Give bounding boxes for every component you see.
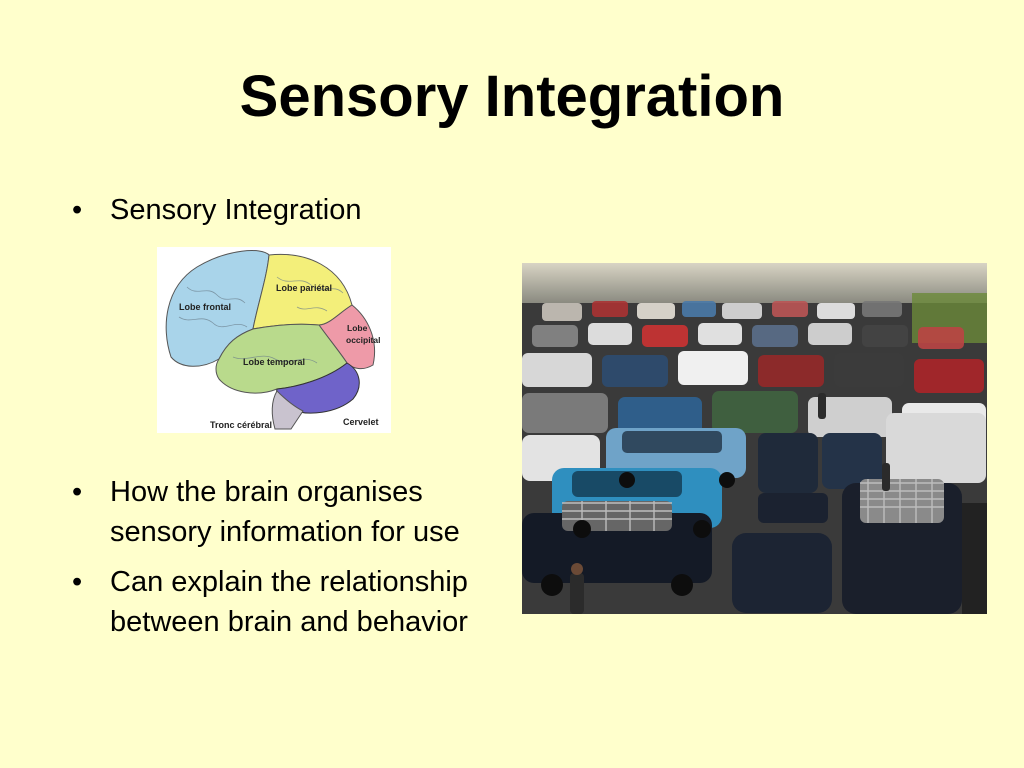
- bullet-item: • Can explain the relationship between b…: [72, 562, 492, 642]
- brain-lobes-diagram: Lobe frontal Lobe pariétal Lobe occipita…: [157, 247, 391, 433]
- label-temporal: Lobe temporal: [243, 357, 305, 367]
- label-cerebellum: Cervelet: [343, 417, 379, 427]
- traffic-jam-photo: [522, 263, 987, 614]
- brain-illustration: Lobe frontal Lobe pariétal Lobe occipita…: [165, 250, 380, 430]
- bullet-glyph: •: [72, 194, 83, 226]
- traffic-jam-illustration: [522, 263, 987, 614]
- bullet-item: • Sensory Integration: [72, 190, 492, 230]
- bullet-item: • How the brain organises sensory inform…: [72, 472, 492, 552]
- brainstem: [271, 390, 304, 430]
- label-occipital-line1: Lobe: [347, 323, 368, 333]
- label-brainstem: Tronc cérébral: [210, 420, 272, 430]
- slide-title: Sensory Integration: [239, 64, 785, 129]
- label-occipital-line2: occipital: [346, 335, 380, 345]
- bullet-list-bottom: • How the brain organises sensory inform…: [72, 472, 492, 652]
- label-frontal: Lobe frontal: [179, 302, 231, 312]
- label-parietal: Lobe pariétal: [276, 283, 332, 293]
- bullet-list-top: • Sensory Integration: [72, 190, 492, 230]
- bullet-text: Can explain the relationship between bra…: [110, 566, 468, 638]
- bullet-text: How the brain organises sensory informat…: [110, 476, 460, 548]
- bullet-text: Sensory Integration: [110, 194, 362, 226]
- bullet-glyph: •: [72, 566, 83, 598]
- bullet-glyph: •: [72, 476, 83, 508]
